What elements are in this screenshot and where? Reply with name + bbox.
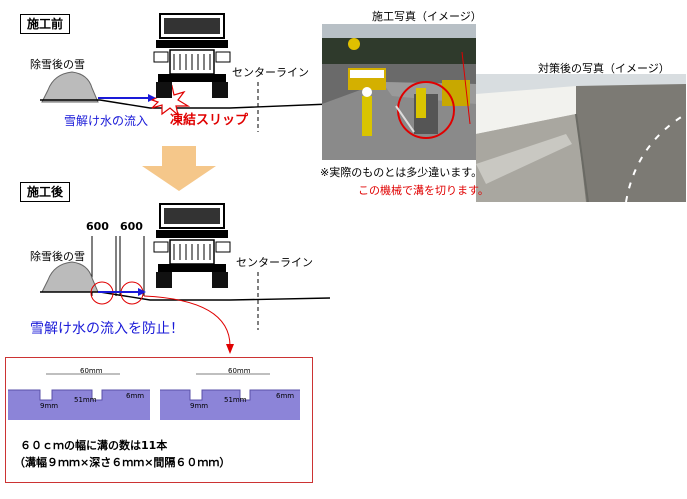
dim-60mm-1: 60mm [80, 367, 103, 375]
after-photo-caption: 対策後の写真（イメージ） [538, 62, 670, 75]
dim-51mm-2: 51mm [224, 396, 247, 404]
machine-note: この機械で溝を切ります。 [358, 184, 489, 197]
after-title: 施工後 [20, 182, 71, 202]
dim-9mm-2: 9mm [190, 402, 209, 410]
dim-60mm-2: 60mm [228, 367, 251, 375]
dim-600-1: 600 [86, 220, 109, 233]
dim-51mm-1: 51mm [74, 396, 97, 404]
dim-600-2: 600 [120, 220, 143, 233]
dim-9mm-1: 9mm [40, 402, 59, 410]
photo-note: ※実際のものとは多少違います。 [320, 166, 483, 179]
after-photo [476, 74, 686, 202]
section-text-line1: ６０ｃｍの幅に溝の数は11本 [20, 439, 168, 452]
down-arrow-icon [142, 146, 216, 191]
center-line-label-before: センターライン [232, 66, 309, 79]
truck-icon-before [153, 13, 231, 98]
section-text-line2: （溝幅９ｍｍ×深さ６ｍｍ×間隔６０ｍｍ） [14, 456, 231, 469]
construction-photo-caption: 施工写真（イメージ） [372, 10, 482, 23]
dim-6mm-1: 6mm [126, 392, 145, 400]
cross-section-frame [5, 357, 313, 483]
after-snow-label: 除雪後の雪 [30, 250, 85, 263]
snow-pile-before [41, 71, 99, 103]
flow-label-before: 雪解け水の流入 [64, 114, 149, 128]
dim-6mm-2: 6mm [276, 392, 295, 400]
before-snow-label: 除雪後の雪 [30, 58, 85, 71]
slip-label: 凍結スリップ [170, 113, 249, 128]
truck-icon-after [153, 203, 231, 288]
center-line-label-after: センターライン [236, 256, 313, 269]
snow-pile-after [41, 261, 99, 293]
prevent-label: 雪解け水の流入を防止！ [30, 321, 184, 337]
construction-photo [322, 24, 476, 160]
before-title: 施工前 [20, 14, 71, 34]
